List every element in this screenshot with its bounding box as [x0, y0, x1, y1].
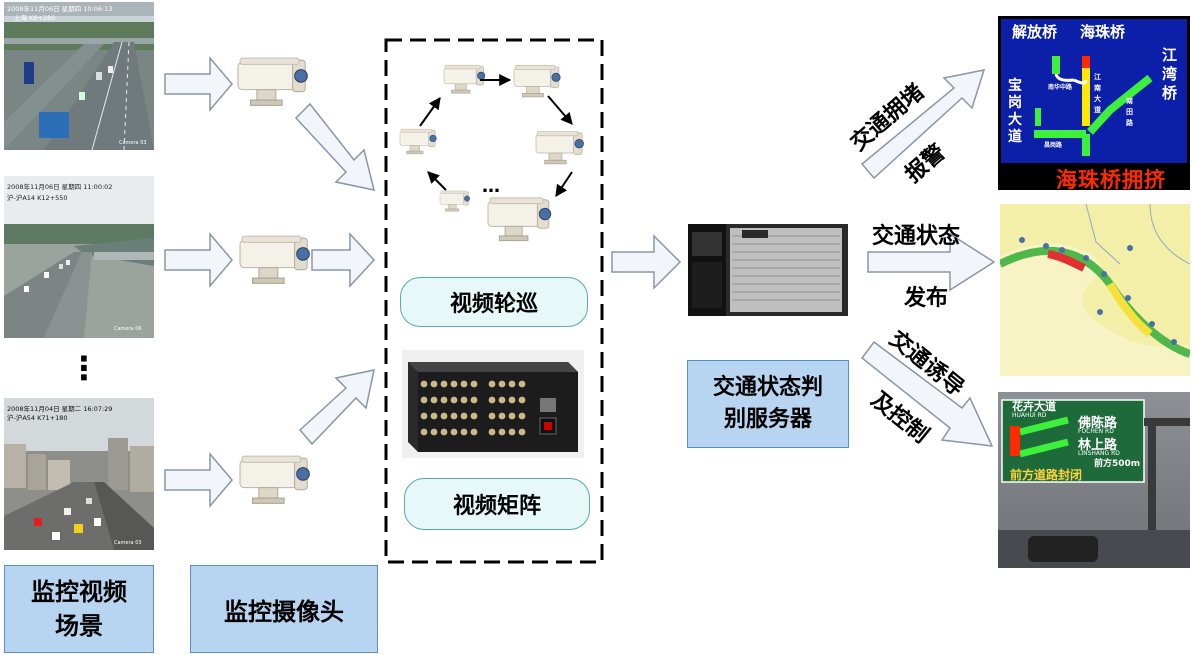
patrol-camera-3	[535, 131, 584, 165]
scene-photo-2: 2008年11月06日 星期四 11:00:02 沪-沪A14 K12+550 …	[4, 176, 154, 338]
traffic-map-panel	[1000, 204, 1190, 376]
patrol-camera-2	[513, 65, 561, 98]
patrol-ellipsis: …	[482, 176, 500, 197]
status-label-top: 交通状态	[872, 224, 961, 249]
patrol-arrow-5	[419, 97, 441, 127]
status-label-bottom: 发布	[904, 286, 949, 311]
arrow-scene3-camera	[164, 451, 233, 509]
sign-top: 花卉大道	[1012, 400, 1056, 413]
scene-2-stamp: 2008年11月06日 星期四 11:00:02	[7, 182, 112, 191]
vms-south-road: 昌岗路	[1044, 142, 1063, 149]
vms-right-road: 江湾桥	[1162, 46, 1178, 102]
scene-1-stamp: 2008年11月06日 星期四 10:06:13	[7, 4, 112, 13]
patrol-camera-4	[487, 197, 552, 242]
road-sign-scene	[998, 399, 1190, 568]
scene-1-sub: 上海 K6+280	[14, 13, 55, 22]
arrow-camera1-frame	[294, 102, 376, 191]
patrol-camera-1	[443, 64, 486, 94]
traffic-map	[1000, 204, 1190, 376]
scenes-label: 监控视频场景	[4, 565, 154, 653]
camera-icon-2	[239, 235, 310, 284]
arrow-guidance-control	[860, 340, 994, 447]
sign-bottom: 前方道路封闭	[1010, 468, 1083, 482]
arrow-congestion-alert	[860, 69, 986, 180]
vms-west-road: 宝岗大道	[1008, 78, 1022, 145]
patrol-camera-6	[399, 128, 437, 155]
scene-2-sub: 沪-沪A14 K12+550	[7, 193, 68, 202]
video-matrix-device	[402, 350, 584, 458]
scene-photo-3: 2008年11月04日 星期二 16:07:29 沪-沪A54 K71+180 …	[4, 398, 154, 550]
server-icon	[688, 224, 848, 316]
vms-vertical-road: 江南大道	[1094, 73, 1101, 114]
cameras-label: 监控摄像头	[190, 565, 378, 653]
patrol-arrow-3	[555, 171, 573, 197]
patrol-pill-text: 视频轮巡	[449, 292, 538, 317]
arrow-frame-server	[611, 234, 682, 290]
arrow-camera2-frame	[311, 232, 376, 288]
road-sign-panel: 花卉大道 HUAHUI RD 佛陈路 FOCHEN RD 林上路 LINSHAN…	[998, 392, 1190, 568]
vms-alert-text: 海珠桥拥挤	[1056, 168, 1166, 192]
scene-1-tag: Camera 03	[119, 140, 147, 146]
vms-diag-road: 南田路	[1126, 97, 1133, 127]
vms-congestion-panel: 解放桥 海珠桥 江湾桥 宝岗大道 江南大道 南华中路 昌岗路 南田路 海珠桥拥挤	[998, 16, 1190, 192]
vms-map	[1001, 19, 1187, 163]
scene-ellipsis: ⋮	[68, 349, 100, 387]
vms-mid-road: 海珠桥	[1080, 23, 1126, 41]
highway-scene-1: 2008年11月06日 星期四 10:06:13 上海 K6+280 Camer…	[4, 2, 154, 150]
matrix-pill: 视频矩阵	[404, 478, 590, 530]
arrow-camera3-frame	[298, 369, 375, 446]
video-system-frame	[384, 38, 604, 564]
matrix-pill-text: 视频矩阵	[452, 494, 541, 519]
sign-line1: 佛陈路	[1078, 416, 1118, 431]
highway-scene-2: 2008年11月06日 星期四 11:00:02 沪-沪A14 K12+550 …	[4, 182, 154, 338]
cameras-label-text: 监控摄像头	[224, 597, 344, 626]
sign-top-en: HUAHUI RD	[1012, 412, 1047, 419]
arrow-scene1-camera	[164, 55, 233, 113]
patrol-arrow-4	[427, 171, 447, 191]
camera-icon-3	[239, 455, 310, 504]
patrol-camera-5	[439, 190, 470, 212]
vms-ramp-road: 南华中路	[1048, 84, 1073, 91]
vms-left-road: 解放桥	[1012, 23, 1058, 41]
arrow-scene2-camera	[164, 231, 233, 289]
server-label-text: 交通状态判别服务器	[712, 375, 823, 432]
scenes-label-text: 监控视频场景	[31, 578, 127, 640]
sign-line2-en: LINSHANG RD	[1078, 450, 1120, 457]
server-label: 交通状态判别服务器	[687, 360, 849, 448]
vms-roads	[1034, 56, 1153, 156]
sign-distance: 前方500m	[1094, 459, 1141, 469]
scene-3-sub: 沪-沪A54 K71+180	[7, 413, 68, 422]
scene-3-tag: Camera 03	[114, 540, 142, 546]
sign-line2: 林上路	[1078, 438, 1118, 453]
highway-scene-3: 2008年11月04日 星期二 16:07:29 沪-沪A54 K71+180 …	[4, 404, 154, 550]
patrol-arrow-2	[547, 95, 573, 125]
camera-icon-1	[237, 57, 308, 106]
scene-photo-1: 2008年11月06日 星期四 10:06:13 上海 K6+280 Camer…	[4, 2, 154, 150]
arrow-status-publish	[867, 232, 996, 292]
scene-2-tag: Camera 06	[114, 326, 142, 332]
sign-line1-en: FOCHEN RD	[1078, 428, 1114, 435]
patrol-pill: 视频轮巡	[400, 277, 588, 327]
scene-3-stamp: 2008年11月04日 星期二 16:07:29	[7, 404, 112, 413]
